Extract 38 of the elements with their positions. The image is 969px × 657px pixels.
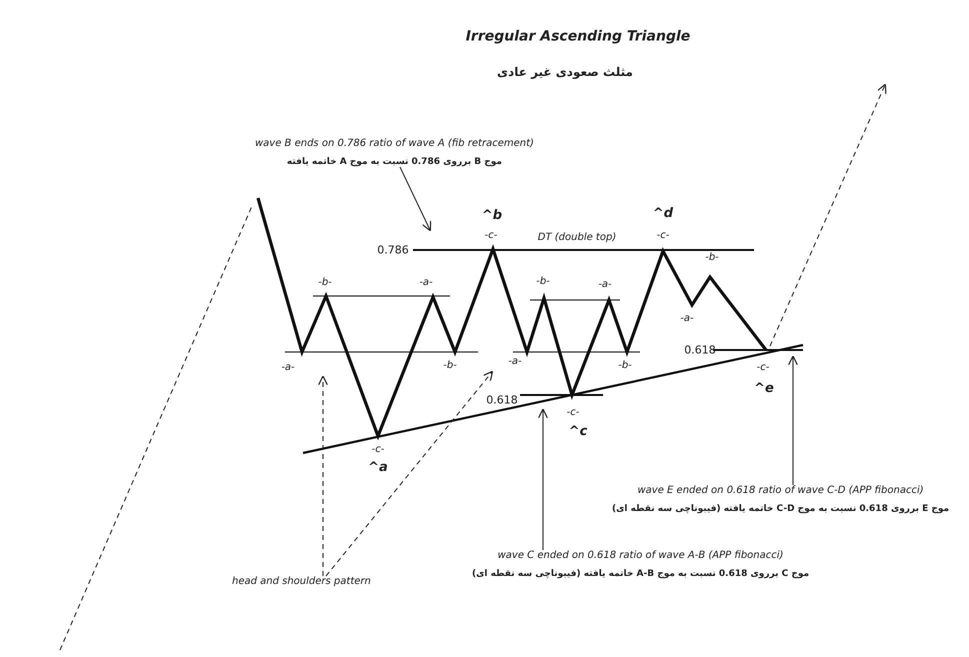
- wave-label: -a-: [419, 277, 433, 289]
- leader-arrow: [788, 356, 798, 486]
- leader-arrow: [400, 166, 432, 232]
- annotation-translation: موج B برروی 0.786 نسبت به موج A خاتمه یافته: [286, 157, 503, 167]
- wave-label: -b-: [536, 276, 550, 288]
- leader-arrow: [318, 376, 328, 576]
- wave-label: -a-: [281, 362, 295, 374]
- level-value: 0.618: [486, 393, 518, 407]
- subtitle: مثلث صعودی غیر عادی: [497, 64, 633, 80]
- wave-label: -c-: [656, 230, 670, 242]
- wave-label: -b-: [443, 360, 457, 372]
- point-label: ^e: [754, 381, 774, 397]
- wave-label: -b-: [318, 277, 332, 289]
- leader-arrow: [538, 408, 548, 550]
- wave-label: -a-: [508, 356, 522, 368]
- wave-label: -c-: [484, 230, 498, 242]
- pattern-label: DT (double top): [538, 232, 616, 244]
- level-value: 0.786: [377, 243, 409, 257]
- point-label: ^d: [652, 206, 674, 222]
- title: Irregular Ascending Triangle: [466, 28, 690, 46]
- annotation-text: wave B ends on 0.786 ratio of wave A (fib retracement): [255, 138, 534, 149]
- annotation-text: wave C ended on 0.618 ratio of wave A-B (APP fibonacci): [496, 550, 784, 561]
- point-label: ^b: [482, 208, 502, 224]
- wave-label: -c-: [566, 407, 580, 419]
- leader-arrow: [326, 370, 494, 576]
- wave-label: -c-: [372, 444, 384, 456]
- wave-label: -a-: [598, 279, 612, 291]
- wave-label: -c-: [756, 362, 770, 374]
- annotation-translation: موج C برروی 0.618 نسبت به موج A-B خاتمه یافته (فیبوناچی سه نقطه ای): [472, 569, 810, 579]
- annotation-text: head and shoulders pattern: [232, 576, 371, 587]
- point-label: ^c: [568, 424, 588, 440]
- point-label: ^a: [368, 460, 388, 476]
- wave-label: -a-: [680, 313, 694, 325]
- annotation-text: wave E ended on 0.618 ratio of wave C-D (APP fibonacci): [636, 485, 925, 496]
- wave-label: -b-: [705, 252, 719, 264]
- annotation-translation: موج E برروی 0.618 نسبت به موج C-D خاتمه یافته (فیبوناچی سه نقطه ای): [612, 504, 950, 514]
- level-value: 0.618: [684, 343, 716, 357]
- wave-label: -b-: [618, 360, 632, 372]
